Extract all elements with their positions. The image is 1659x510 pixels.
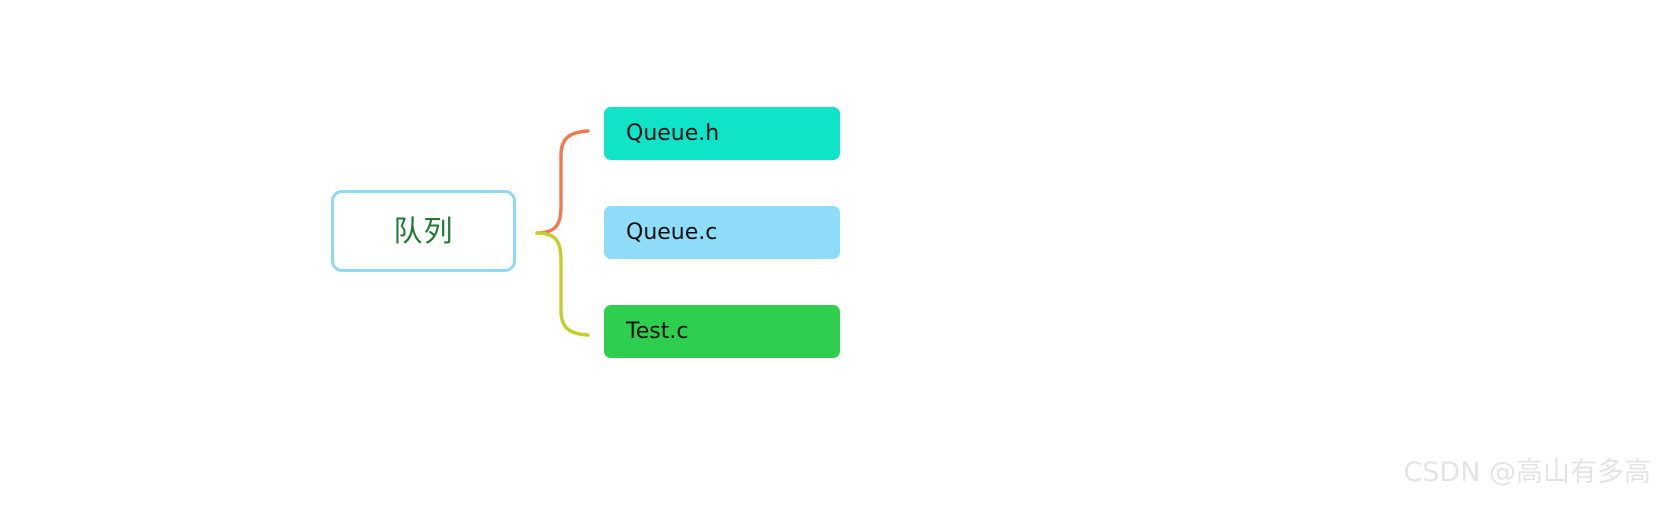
child-node-label: Test.c	[626, 318, 689, 344]
csdn-watermark: CSDN @高山有多高	[1403, 457, 1651, 488]
root-node-label: 队列	[393, 213, 454, 248]
child-node-queue-h[interactable]: Queue.h	[604, 107, 840, 160]
child-node-label: Queue.h	[626, 120, 720, 146]
child-node-label: Queue.c	[626, 219, 718, 245]
branch-to-test-c-connector	[535, 231, 590, 337]
branch-to-queue-h-connector	[535, 129, 590, 235]
child-node-test-c[interactable]: Test.c	[604, 305, 840, 358]
root-node-queue[interactable]: 队列	[331, 190, 516, 272]
child-node-queue-c[interactable]: Queue.c	[604, 206, 840, 259]
